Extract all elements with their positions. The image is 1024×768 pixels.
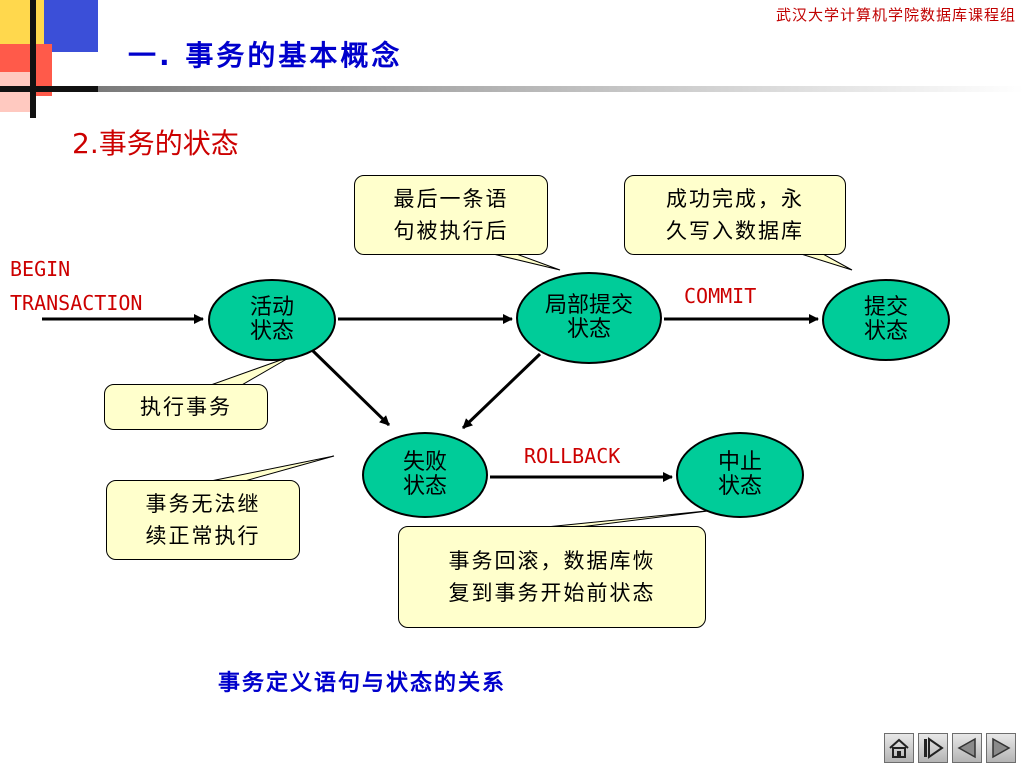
section-heading: 2.事务的状态 xyxy=(72,127,239,160)
arrow-partial-to-failed xyxy=(461,352,542,430)
next-page-button[interactable] xyxy=(986,733,1016,763)
diagram-caption: 事务定义语句与状态的关系 xyxy=(218,671,507,696)
arrow-active-to-failed xyxy=(310,348,391,427)
course-group-label: 武汉大学计算机学院数据库课程组 xyxy=(775,6,1016,24)
next-page-icon xyxy=(992,737,1011,759)
last-page-button[interactable] xyxy=(918,733,948,763)
node-partially-committed-state: 局部提交状态 xyxy=(516,272,662,364)
slide-title: 一. 事务的基本概念 xyxy=(128,39,403,72)
home-button[interactable] xyxy=(884,733,914,763)
home-icon xyxy=(889,738,909,758)
rollback-label: ROLLBACK xyxy=(524,444,621,468)
begin-transaction-label: BEGIN TRANSACTION xyxy=(10,257,143,315)
last-page-icon xyxy=(924,737,944,759)
note-executing: 执行事务 xyxy=(104,384,268,430)
previous-page-button[interactable] xyxy=(952,733,982,763)
node-aborted-state: 中止状态 xyxy=(676,432,804,518)
node-active-state: 活动状态 xyxy=(208,279,336,361)
note-written-permanently: 成功完成，永久写入数据库 xyxy=(624,175,846,255)
previous-page-icon xyxy=(957,737,976,759)
commit-label: COMMIT xyxy=(684,284,757,308)
note-cannot-continue: 事务无法继续正常执行 xyxy=(106,480,300,560)
note-after-last-statement: 最后一条语句被执行后 xyxy=(354,175,548,255)
note-rolled-back: 事务回滚，数据库恢复到事务开始前状态 xyxy=(398,526,706,628)
corner-decoration xyxy=(0,0,1024,118)
node-failed-state: 失败状态 xyxy=(362,432,488,518)
node-committed-state: 提交状态 xyxy=(822,279,950,361)
